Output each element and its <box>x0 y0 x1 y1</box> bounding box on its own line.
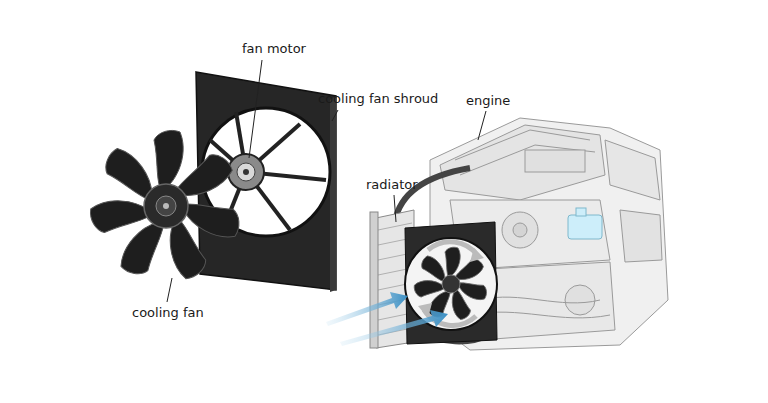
airflow-arrow <box>326 292 448 346</box>
part-label: fan motor <box>242 41 306 57</box>
mounted-fan <box>405 222 497 344</box>
part-label: engine <box>466 93 510 109</box>
part-label: cooling fan <box>132 305 204 321</box>
part-label: radiator <box>366 177 418 193</box>
cooling-fan-drawing <box>89 130 243 281</box>
part-label: cooling fan shroud <box>318 91 438 107</box>
leader-line <box>167 60 486 302</box>
